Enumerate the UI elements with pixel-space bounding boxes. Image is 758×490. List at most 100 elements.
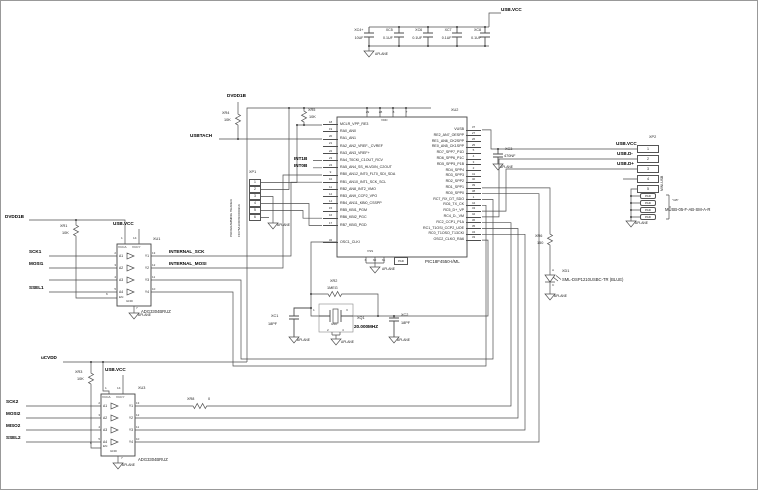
mcu-pin-row: 22 RA3_AN3_VREF+ bbox=[323, 149, 431, 157]
connector-pin: 5 bbox=[249, 207, 261, 214]
pin-name: RA5_AN4_SS_HLVDIN_C2OUT bbox=[340, 165, 392, 170]
pin-name: VUSB bbox=[454, 127, 464, 131]
mcu-pin-row: 42 RC4_D-_VM bbox=[373, 212, 481, 220]
xp2-refdes: XP2 bbox=[649, 135, 657, 139]
pin-number: 30 bbox=[372, 258, 377, 262]
mcu-pin-row: 14 RB4_AN11_KBI0_CSSPP bbox=[323, 199, 431, 207]
pin-name: RA3_AN3_VREF+ bbox=[340, 150, 370, 155]
pin-number: 12 bbox=[152, 263, 156, 268]
xu3-en-number: 6 bbox=[90, 441, 92, 445]
pin-name: RB5_KBI1_PGM bbox=[340, 208, 367, 213]
mcu-pin-row: 23 RA4_T0CKI_C1OUT_RCV bbox=[323, 156, 431, 164]
capacitor-label: XC5 0.1UF bbox=[370, 28, 399, 40]
pin-name: A1 bbox=[103, 404, 108, 408]
mcu-left-pins: 18 MCLR_VPP_RE3 19 RA0_AN0 20 RA1_AN1 21… bbox=[323, 120, 431, 229]
mcu-pin-row: 12 RB3_AN9_CCP2_VPO bbox=[323, 192, 431, 200]
xp1-refdes: XP1 bbox=[249, 169, 257, 174]
pin-name: RC4_D-_VM bbox=[443, 213, 464, 218]
ground-label: APLANE bbox=[297, 338, 311, 342]
cap-xc2 bbox=[389, 316, 399, 337]
pin-number: 17 bbox=[323, 221, 338, 226]
pin-name: RB0_AN12_INT0_FLT0_SDI_SDA bbox=[340, 172, 396, 177]
pin-name: A4 bbox=[119, 290, 124, 294]
pin-number: 23 bbox=[323, 156, 338, 162]
pin-number: 22 bbox=[323, 149, 338, 155]
xu3-a-pins: 2 A1 3 A2 4 A3 5 A4 bbox=[98, 400, 117, 448]
pin-name: RA4_T0CKI_C1OUT_RCV bbox=[340, 157, 383, 162]
pin-number: 26 bbox=[466, 137, 481, 143]
net-label-usb-dp: USB.D+ bbox=[617, 161, 634, 166]
pin-number: 28 bbox=[378, 110, 383, 114]
mcu-pin-row: 43 RC5_D+_VP bbox=[373, 206, 481, 214]
ground-label: APLANE bbox=[122, 463, 136, 467]
pin-number: 9 bbox=[323, 170, 338, 176]
xp1-wires bbox=[261, 108, 322, 226]
pin-number: 6 bbox=[364, 258, 367, 262]
cap-value: 10UF bbox=[354, 35, 364, 40]
net-label-usb-vcc-xu1: USB.VCC bbox=[113, 220, 134, 226]
pin-number: 4 bbox=[254, 201, 256, 205]
mcu-pin-row: 3 RD5_SPP5_P1B bbox=[373, 160, 481, 168]
pin-name: Y1 bbox=[144, 254, 149, 258]
net-label-usbtach: USBTACH bbox=[190, 132, 213, 138]
mcu-pin-row: 41 RD3_SPP3 bbox=[373, 172, 481, 179]
pin-name: RB6_KBI2_PGC bbox=[340, 215, 367, 220]
xu3-vcca-label: VCCA bbox=[102, 395, 111, 399]
led-refdes: XD1 bbox=[562, 269, 570, 273]
pin-name: RC6_TX_CK bbox=[443, 202, 464, 207]
crystal-pin1: 1 bbox=[313, 308, 315, 312]
pin-name: A2 bbox=[119, 266, 124, 270]
connector-pad: PAD bbox=[640, 214, 656, 220]
pin-name: RD7_SPP7_P1D bbox=[436, 150, 464, 155]
pad-label: PAD bbox=[645, 194, 651, 198]
xu1-gnd-label: GND bbox=[126, 298, 133, 303]
net-label-internal-sck: INTERNAL_SCK bbox=[169, 249, 205, 254]
ground-label: APLANE bbox=[138, 313, 152, 317]
pin-row: 4 A3 bbox=[114, 274, 133, 286]
vdd-rail bbox=[246, 107, 431, 362]
pin-number: 1 bbox=[466, 195, 481, 201]
xr1-ref: XR1 bbox=[60, 224, 68, 228]
pin-number: 4 bbox=[647, 177, 649, 181]
pin-number: 37 bbox=[466, 125, 481, 131]
net-label-dvdd1b: DVDD1B bbox=[227, 93, 246, 98]
xr3-ref: XR3 bbox=[75, 370, 83, 374]
capacitor-label: XC8 0.1UF bbox=[459, 28, 488, 40]
xr4-value: 10K bbox=[224, 118, 231, 122]
pin-number: 4 bbox=[98, 425, 100, 430]
mcu-pin-row: 34 RC0_T1OSO_T13CKI bbox=[373, 230, 481, 237]
net-label-mosi2: MOSI2 bbox=[6, 411, 21, 416]
ground-label: APLANE bbox=[277, 223, 291, 227]
led-anode-label: A bbox=[552, 267, 555, 272]
net-label-ssel2: SSEL2 bbox=[6, 435, 21, 440]
pin-number: 36 bbox=[466, 218, 481, 224]
xu1-part-number: ADG3304BRUZ bbox=[141, 309, 171, 314]
pin-row: 12 Y2 bbox=[137, 262, 156, 274]
pin-name: Y3 bbox=[128, 428, 133, 432]
net-label-sck1: SCK1 bbox=[29, 249, 42, 254]
pin-row: 2 A1 bbox=[98, 400, 117, 412]
resistor-xr2 bbox=[311, 290, 379, 316]
pin-number: 19 bbox=[323, 127, 338, 133]
pin-number: 40 bbox=[466, 178, 481, 183]
pin-row: 13 Y1 bbox=[121, 400, 140, 412]
pin-name: RC7_RX_DT_SDO bbox=[433, 196, 464, 201]
pin-name: A3 bbox=[103, 428, 108, 432]
xu1-vccy-label: VCCY bbox=[132, 245, 141, 249]
ground-label: APLANE bbox=[397, 338, 411, 342]
mcu-pin-row: 2 RD4_SPP4 bbox=[373, 166, 481, 174]
pin-name: RD0_SPP0 bbox=[445, 190, 464, 195]
pin-number: 12 bbox=[136, 413, 140, 418]
xr2-value: 1MEG bbox=[327, 286, 338, 290]
pin-name: Y4 bbox=[144, 290, 149, 294]
mcu-pin-row: 26 RE1_AN6_CK2SPP bbox=[373, 137, 481, 145]
pin-name: OSC2_CLKO_RA6 bbox=[433, 237, 464, 242]
xp2-part-number: MUSB-05-F-AB-SM-A-R bbox=[665, 206, 711, 212]
crystal-pin4: 4 bbox=[342, 328, 344, 332]
connector-pin: 2 bbox=[249, 186, 261, 193]
capacitor-label: XC7 0.1UF bbox=[429, 28, 458, 40]
pin-number: 5 bbox=[114, 287, 116, 292]
crystal-box bbox=[318, 303, 354, 333]
mcu-pin-row: 10 RB1_AN10_INT1_SCK_SCL bbox=[323, 178, 431, 186]
